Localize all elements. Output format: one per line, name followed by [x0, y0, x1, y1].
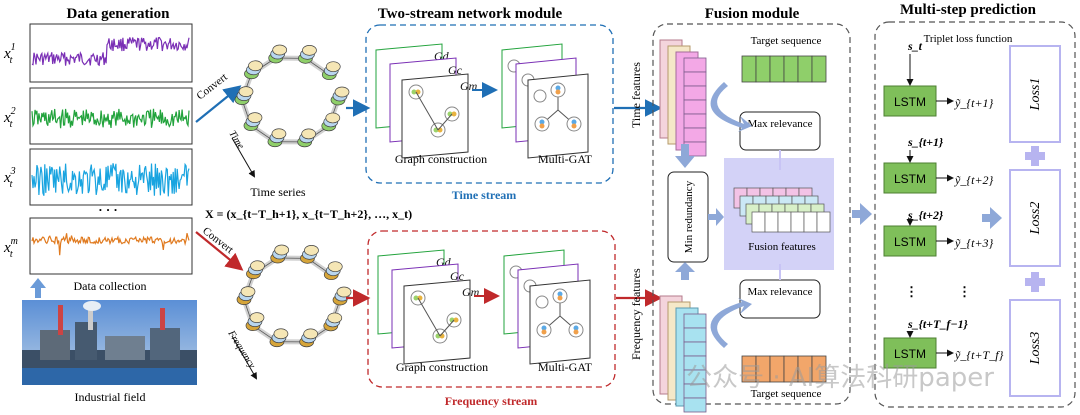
svg-text:Loss1: Loss1: [1028, 78, 1043, 112]
svg-text:s_{t+T_f−1}: s_{t+T_f−1}: [907, 317, 969, 331]
svg-text:ỹ_{t+3}: ỹ_{t+3}: [954, 236, 994, 250]
svg-text:⋮: ⋮: [958, 284, 971, 299]
frequency-features-label: Frequency features: [629, 268, 643, 360]
svg-text:x3t: x3t: [3, 166, 16, 190]
industrial-field-image: [22, 300, 197, 385]
title-fusion: Fusion module: [705, 6, 800, 22]
time-series-label: Time series: [250, 185, 306, 199]
svg-text:s_{t+2}: s_{t+2}: [907, 208, 944, 222]
time-stream-label: Time stream: [452, 188, 517, 202]
time-axis-arrow: [231, 137, 256, 178]
multi-gat-label-bottom: Multi-GAT: [538, 360, 593, 374]
frequency-axis-arrow: [231, 335, 257, 380]
fusion-feature-stack: [733, 187, 831, 233]
target-sequence-label-bottom: Target sequence: [751, 388, 822, 400]
convert-arrow-top: [195, 85, 242, 123]
title-two-stream: Two-stream network module: [378, 6, 563, 22]
svg-text:LSTM: LSTM: [894, 347, 926, 361]
series-line-1: [31, 36, 190, 67]
svg-text:xmt: xmt: [3, 236, 18, 260]
frequency-helix: [236, 244, 352, 348]
time-feature-stack: [659, 39, 707, 157]
multi-gat-label-top: Multi-GAT: [538, 152, 593, 166]
svg-text:ỹ_{t+T_f}: ỹ_{t+T_f}: [954, 348, 1004, 362]
svg-text:ỹ_{t+2}: ỹ_{t+2}: [954, 173, 994, 187]
prediction-box: [874, 21, 1076, 408]
target-sequence-label-top: Target sequence: [751, 35, 822, 47]
svg-text:Loss2: Loss2: [1028, 202, 1043, 236]
svg-text:s_t: s_t: [907, 39, 923, 53]
arrow-to-prediction: [852, 203, 872, 225]
svg-text:⋮: ⋮: [905, 284, 918, 299]
industrial-field-label: Industrial field: [75, 390, 146, 404]
max-relevance-label-top: Max relevance: [747, 118, 812, 130]
frequency-feature-stack: [659, 295, 707, 413]
ellipsis: · · ·: [98, 202, 118, 217]
svg-text:LSTM: LSTM: [894, 235, 926, 249]
title-multistep: Multi-step prediction: [900, 2, 1037, 18]
time-axis-label: Time: [226, 129, 246, 152]
watermark: 公众号 · AI算法科研paper: [686, 363, 994, 393]
svg-text:LSTM: LSTM: [894, 95, 926, 109]
svg-text:s_{t+1}: s_{t+1}: [907, 135, 944, 149]
svg-text:x1t: x1t: [3, 42, 16, 66]
up-arrow-icon: [30, 278, 46, 298]
series-line-4: [31, 233, 190, 256]
series-line-2: [31, 108, 190, 129]
min-redundancy-label: Min redundancy: [683, 180, 695, 253]
time-stream-box: [365, 24, 614, 184]
time-features-label: Time features: [629, 62, 643, 128]
window-formula: X = (x_{t−T_h+1}, x_{t−T_h+2}, …, x_t): [205, 207, 412, 221]
fusion-features-label: Fusion features: [748, 241, 816, 253]
svg-text:Loss3: Loss3: [1028, 332, 1043, 366]
graph-construction-label-top: Graph construction: [395, 152, 487, 166]
fusion-flow-arrows: [675, 82, 752, 348]
graph-construction-label-bottom: Graph construction: [396, 360, 488, 374]
convert-arrow-bottom: [195, 231, 244, 271]
max-relevance-label-bottom: Max relevance: [747, 286, 812, 298]
frequency-stream-label: Frequency stream: [445, 394, 538, 408]
frequency-stream-box: [367, 230, 616, 388]
data-collection-label: Data collection: [74, 279, 147, 293]
svg-text:LSTM: LSTM: [894, 172, 926, 186]
svg-text:Gc: Gc: [448, 63, 463, 77]
title-data-generation: Data generation: [67, 6, 171, 22]
svg-text:ỹ_{t+1}: ỹ_{t+1}: [954, 96, 994, 110]
time-helix: [234, 44, 350, 148]
svg-text:Gc: Gc: [450, 269, 465, 283]
frequency-axis-label: Frequency: [225, 328, 258, 371]
triplet-loss-label: Triplet loss function: [924, 33, 1013, 45]
svg-text:x2t: x2t: [3, 106, 16, 130]
series-panels: [29, 23, 193, 275]
fusion-module-box: [652, 23, 851, 405]
series-line-3: [31, 162, 190, 197]
target-sequence-top: [741, 55, 827, 83]
target-sequence-bottom: [741, 355, 827, 383]
